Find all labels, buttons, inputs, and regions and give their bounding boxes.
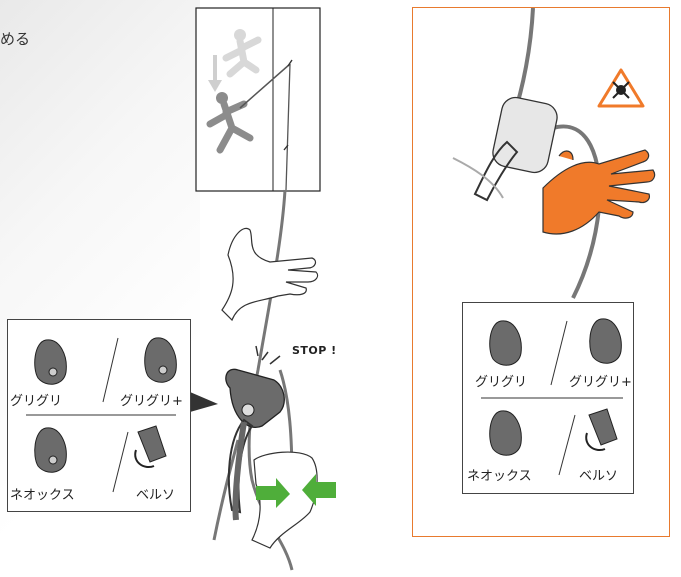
neox-label: ネオックス <box>467 465 532 484</box>
grigri-device-icon <box>35 340 67 384</box>
verso-device-icon <box>135 426 166 467</box>
grigri-plus-label: グリグリ+ <box>120 390 183 409</box>
device-box-right: グリグリ グリグリ+ ネオックス ベルソ <box>462 302 634 494</box>
callout-pointer <box>190 392 218 412</box>
lower-hand <box>252 452 317 548</box>
verso-label: ベルソ <box>136 484 175 503</box>
neox-label: ネオックス <box>10 484 75 503</box>
grigri-label: グリグリ <box>475 371 527 390</box>
grigri-plus-label: グリグリ+ <box>569 371 632 390</box>
grigri-plus-device-icon <box>145 338 177 382</box>
neox-device-icon <box>35 428 67 472</box>
climber-scene <box>196 8 320 191</box>
neox-device-icon <box>490 411 522 455</box>
grigri-plus-device-icon <box>590 319 622 363</box>
grigri-label: グリグリ <box>10 390 62 409</box>
skull-warning-icon <box>599 70 643 106</box>
stop-label: STOP ! <box>292 344 337 357</box>
verso-label: ベルソ <box>579 465 618 484</box>
verso-device-icon <box>586 409 617 450</box>
device-box-left: グリグリ グリグリ+ ネオックス ベルソ <box>7 319 191 512</box>
grigri-device-icon <box>490 321 522 365</box>
